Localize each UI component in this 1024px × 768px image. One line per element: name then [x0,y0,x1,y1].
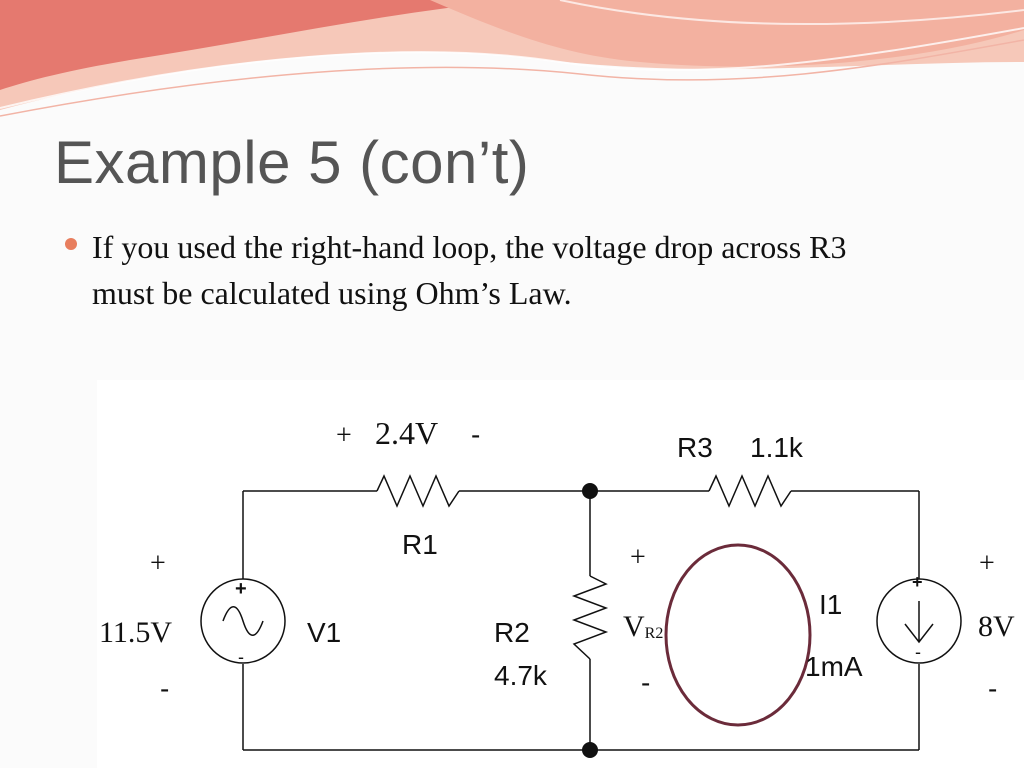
vr2-label-sub: R2 [645,625,664,642]
resistor-r2 [571,575,609,660]
decorative-banner [0,0,1024,117]
slide-title: Example 5 (con’t) [54,129,530,196]
i1-source-minus: - [915,642,921,662]
bullet-dot [65,238,77,250]
vr2-label: VR2 [623,610,663,643]
out-plus-sign: + [979,548,995,579]
circuit-diagram: + 2.4V - R1 R3 1.1k R2 4.7k + 11.5V - V1… [99,415,1015,758]
down-arrow-icon [904,601,934,644]
current-source-i1 [876,578,962,664]
circuit-diagram-panel: + 2.4V - R1 R3 1.1k R2 4.7k + 11.5V - V1… [97,380,1024,768]
r3-name-label: R3 [677,432,713,463]
v1-outer-minus: - [160,673,169,704]
r1-name-label: R1 [402,529,438,560]
v1-source-minus: - [238,647,244,667]
resistor-r3 [708,474,792,508]
out-minus-sign: - [988,673,997,704]
ac-wave-icon [222,606,264,636]
r2-name-label: R2 [494,617,530,648]
r1-plus-sign: + [336,420,352,451]
bullet-text: If you used the right-hand loop, the vol… [92,229,847,311]
v1-name-label: V1 [307,617,341,648]
right-hand-loop [664,543,812,727]
r1-voltage-drop: 2.4V [375,415,438,451]
v1-outer-plus: + [150,548,166,579]
r2-value-label: 4.7k [494,660,548,691]
resistor-r1 [376,474,460,508]
junction-top [582,483,598,499]
v1-source-plus: + [235,578,247,600]
junction-bottom [582,742,598,758]
out-voltage-label: 8V [978,610,1015,643]
vr2-plus-sign: + [630,542,646,573]
vr2-label-main: V [623,610,645,643]
i1-value-label: 1mA [805,651,863,682]
r1-minus-sign: - [471,419,480,450]
i1-name-label: I1 [819,589,842,620]
r3-value-label: 1.1k [750,432,804,463]
voltage-source-v1 [200,578,286,664]
vr2-minus-sign: - [641,667,650,698]
i1-source-plus: + [912,572,923,592]
v1-voltage-label: 11.5V [99,616,172,649]
